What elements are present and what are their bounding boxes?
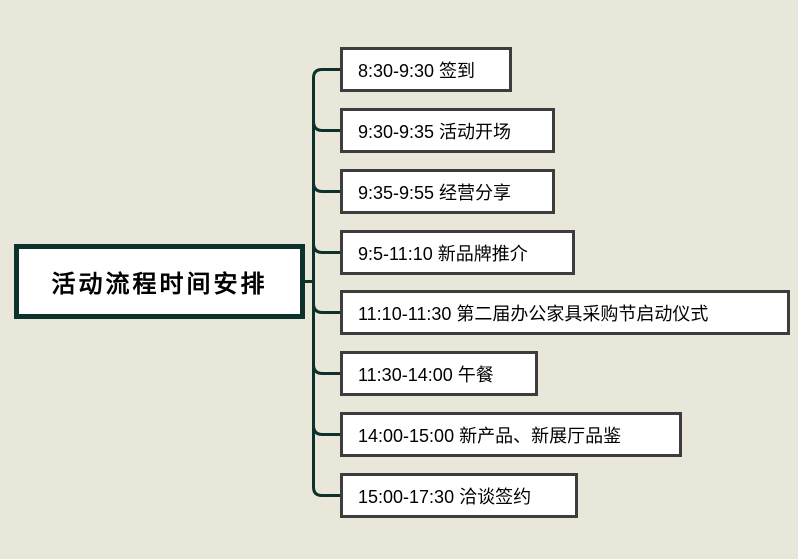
root-node[interactable]: 活动流程时间安排 <box>14 244 305 319</box>
branch-node-label: 9:35-9:55 经营分享 <box>358 182 512 203</box>
root-node-label: 活动流程时间安排 <box>51 271 268 298</box>
branch-node-launch-ceremony[interactable]: 11:10-11:30 第二届办公家具采购节启动仪式 <box>340 290 790 335</box>
branch-node-label: 15:00-17:30 洽谈签约 <box>358 486 532 507</box>
branch-node-label: 14:00-15:00 新产品、新展厅品鉴 <box>358 425 622 446</box>
branch-node-negotiation-signing[interactable]: 15:00-17:30 洽谈签约 <box>340 473 578 518</box>
branch-node-label: 11:30-14:00 午餐 <box>358 364 494 385</box>
branch-node-opening[interactable]: 9:30-9:35 活动开场 <box>340 108 555 153</box>
branch-node-lunch[interactable]: 11:30-14:00 午餐 <box>340 351 538 396</box>
branch-node-label: 11:10-11:30 第二届办公家具采购节启动仪式 <box>358 303 709 324</box>
branch-node-product-tasting[interactable]: 14:00-15:00 新产品、新展厅品鉴 <box>340 412 682 457</box>
branch-node-label: 8:30-9:30 签到 <box>358 60 476 81</box>
branch-node-label: 9:30-9:35 活动开场 <box>358 121 512 142</box>
branch-node-label: 9:5-11:10 新品牌推介 <box>358 243 528 264</box>
branch-node-brand-promotion[interactable]: 9:5-11:10 新品牌推介 <box>340 230 575 275</box>
branch-stub-lines <box>312 121 340 436</box>
branch-node-signin[interactable]: 8:30-9:30 签到 <box>340 47 512 92</box>
trunk-line <box>312 68 340 497</box>
branch-node-business-sharing[interactable]: 9:35-9:55 经营分享 <box>340 169 555 214</box>
